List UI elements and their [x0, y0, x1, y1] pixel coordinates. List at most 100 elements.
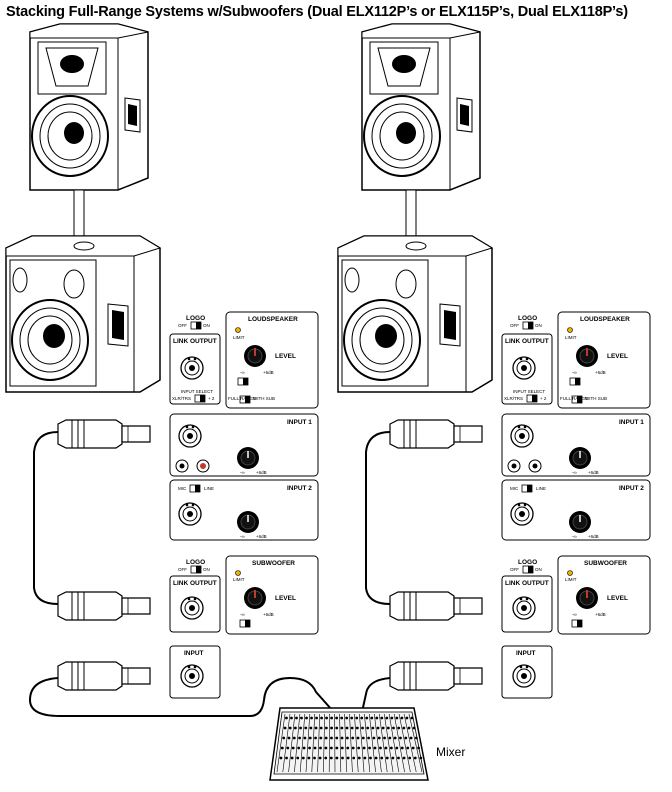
right-link-output-label: LINK OUTPUT: [505, 338, 549, 345]
svg-text:OFF: OFF: [510, 567, 519, 572]
left-input1-panel: [169, 413, 319, 477]
left-sub-link-output-jack[interactable]: [180, 596, 204, 620]
svg-text:-∞: -∞: [240, 370, 245, 375]
svg-text:-∞: -∞: [240, 534, 245, 539]
left-sub-level-knob[interactable]: [243, 586, 267, 610]
svg-text:-∞: -∞: [572, 370, 577, 375]
left-logo-switch[interactable]: [190, 321, 202, 330]
svg-text:XLR/TRS: XLR/TRS: [172, 396, 191, 401]
right-link-cable: [365, 431, 391, 605]
right-level-knob[interactable]: [575, 344, 599, 368]
left-sub-logo-label: LOGO: [186, 559, 205, 566]
svg-text:+ 2: + 2: [208, 396, 215, 401]
svg-text:+6dB: +6dB: [588, 534, 599, 539]
right-xlr-input1-plug: [389, 419, 483, 449]
right-logo-switch[interactable]: [522, 321, 534, 330]
left-eq-switch[interactable]: [237, 377, 249, 386]
right-sub-level-knob[interactable]: [575, 586, 599, 610]
right-xlr-link-plug: [389, 591, 483, 621]
right-input1-label: INPUT 1: [619, 419, 644, 426]
mixer: Mixer: [269, 707, 465, 781]
svg-text:LINE: LINE: [536, 486, 546, 491]
left-sub-limit-led: [235, 570, 241, 576]
right-sub-polarity-switch[interactable]: [571, 619, 583, 628]
left-loudspeaker-panel: [225, 311, 319, 409]
svg-text:INPUT SELECT: INPUT SELECT: [513, 389, 545, 394]
right-stack: LOGO OFF ON LINK OUTPUT INPUT SELECT XLR…: [337, 23, 651, 713]
left-input1-label: INPUT 1: [287, 419, 312, 426]
left-input2-panel: [169, 479, 319, 541]
right-input-select-switch[interactable]: [526, 394, 538, 403]
left-level-label: LEVEL: [275, 353, 296, 360]
svg-text:+6dB: +6dB: [256, 534, 267, 539]
right-input1-knob[interactable]: [568, 446, 592, 470]
svg-text:WITH SUB: WITH SUB: [585, 396, 607, 401]
left-sub-polarity-switch[interactable]: [239, 619, 251, 628]
svg-text:INPUT SELECT: INPUT SELECT: [181, 389, 213, 394]
svg-text:+6dB: +6dB: [263, 612, 274, 617]
right-sub-link-output-label: LINK OUTPUT: [505, 580, 549, 587]
right-loudspeaker-label: LOUDSPEAKER: [580, 316, 630, 323]
svg-text:+6dB: +6dB: [595, 612, 606, 617]
svg-text:LIMIT: LIMIT: [233, 335, 245, 340]
svg-text:FULL RANGE: FULL RANGE: [228, 396, 256, 401]
svg-text:FULL RANGE: FULL RANGE: [560, 396, 588, 401]
svg-text:XLR/TRS: XLR/TRS: [504, 396, 523, 401]
left-sub-input-label: INPUT: [184, 650, 204, 657]
left-link-output-jack[interactable]: [180, 356, 204, 380]
right-link-output-jack[interactable]: [512, 356, 536, 380]
svg-text:MIC: MIC: [178, 486, 187, 491]
svg-text:LINE: LINE: [204, 486, 214, 491]
svg-text:-∞: -∞: [240, 612, 245, 617]
right-full-range-speaker: [361, 23, 481, 237]
svg-text:-∞: -∞: [240, 470, 245, 475]
right-input1-jack[interactable]: [510, 424, 534, 448]
left-subwoofer: [5, 235, 161, 393]
svg-text:ON: ON: [535, 323, 542, 328]
left-link-cable: [33, 431, 59, 605]
right-eq-switch[interactable]: [569, 377, 581, 386]
left-link-output-label: LINK OUTPUT: [173, 338, 217, 345]
svg-text:+6dB: +6dB: [588, 470, 599, 475]
svg-text:WITH SUB: WITH SUB: [253, 396, 275, 401]
svg-text:LIMIT: LIMIT: [565, 577, 577, 582]
left-input2-jack[interactable]: [178, 502, 202, 526]
left-level-knob[interactable]: [243, 344, 267, 368]
svg-text:LIMIT: LIMIT: [565, 335, 577, 340]
right-subwoofer: [337, 235, 493, 393]
left-input1-knob[interactable]: [236, 446, 260, 470]
svg-text:OFF: OFF: [178, 567, 187, 572]
left-subwoofer-label: SUBWOOFER: [252, 560, 295, 567]
right-sub-input-jack[interactable]: [512, 664, 536, 688]
right-input2-label: INPUT 2: [619, 485, 644, 492]
svg-text:+6dB: +6dB: [263, 370, 274, 375]
right-level-label: LEVEL: [607, 353, 628, 360]
left-input1-jack[interactable]: [178, 424, 202, 448]
right-input2-knob[interactable]: [568, 510, 592, 534]
left-sub-level-label: LEVEL: [275, 595, 296, 602]
svg-text:ON: ON: [203, 323, 210, 328]
mixer-label: Mixer: [436, 745, 465, 759]
left-xlr-sub-input-plug: [57, 661, 151, 691]
left-input2-knob[interactable]: [236, 510, 260, 534]
svg-text:OFF: OFF: [510, 323, 519, 328]
left-mic-line-switch[interactable]: [189, 484, 201, 493]
svg-text:OFF: OFF: [178, 323, 187, 328]
right-sub-link-output-jack[interactable]: [512, 596, 536, 620]
left-logo-label: LOGO: [186, 315, 205, 322]
left-input2-label: INPUT 2: [287, 485, 312, 492]
right-subwoofer-panel: [557, 555, 651, 635]
mixer-channel-strips: [276, 713, 423, 773]
right-sub-level-label: LEVEL: [607, 595, 628, 602]
svg-text:+ 2: + 2: [540, 396, 547, 401]
left-stack: LOGO OFF ON LINK OUTPUT INPUT SELECT XLR…: [5, 23, 333, 717]
left-sub-logo-switch[interactable]: [190, 565, 202, 574]
svg-text:LIMIT: LIMIT: [233, 577, 245, 582]
right-mic-line-switch[interactable]: [521, 484, 533, 493]
right-sub-logo-switch[interactable]: [522, 565, 534, 574]
right-limit-led: [567, 327, 573, 333]
right-input2-jack[interactable]: [510, 502, 534, 526]
left-input-select-switch[interactable]: [194, 394, 206, 403]
left-sub-input-jack[interactable]: [180, 664, 204, 688]
right-subwoofer-label: SUBWOOFER: [584, 560, 627, 567]
